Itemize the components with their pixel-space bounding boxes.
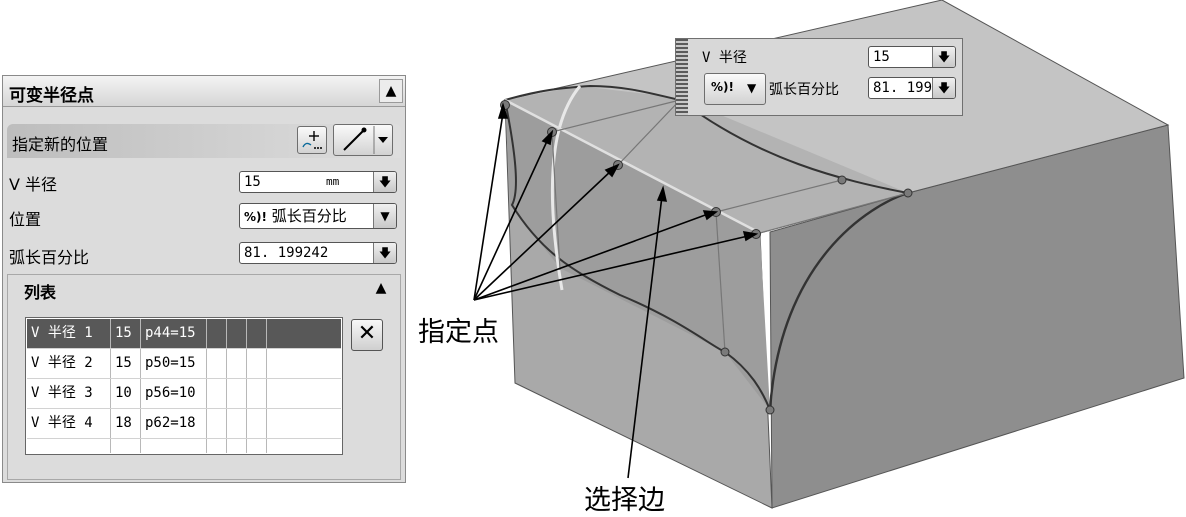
dropdown-arrow-icon bbox=[378, 137, 388, 143]
position-value: 弧长百分比 bbox=[271, 207, 347, 225]
point-on-curve-icon bbox=[343, 126, 388, 154]
row-name: V 半径 3 bbox=[27, 379, 111, 408]
drag-grip-handle[interactable] bbox=[676, 39, 688, 115]
table-row[interactable]: V 半径 4 18 p62=18 bbox=[27, 409, 341, 439]
row-empty-cell bbox=[247, 439, 267, 453]
row-empty-cell bbox=[247, 409, 267, 438]
float-v-radius-label: V 半径 bbox=[702, 50, 747, 66]
close-icon: ✕ bbox=[357, 321, 377, 346]
row-name: V 半径 2 bbox=[27, 349, 111, 378]
chevron-down-icon[interactable]: ▼ bbox=[373, 204, 396, 228]
row-expression: p56=10 bbox=[141, 379, 207, 408]
row-empty-cell bbox=[141, 439, 207, 453]
float-arc-menu-icon[interactable]: 🡇 bbox=[932, 78, 955, 98]
delete-button[interactable]: ✕ bbox=[351, 319, 383, 351]
float-position-dropdown[interactable]: %)! ▼ bbox=[704, 73, 766, 105]
float-arc-value: 81. 199 bbox=[873, 80, 933, 96]
table-row[interactable]: V 半径 2 15 p50=15 bbox=[27, 349, 341, 379]
row-name: V 半径 4 bbox=[27, 409, 111, 438]
highlight-curve bbox=[550, 85, 582, 291]
float-v-radius-menu-icon[interactable]: 🡇 bbox=[932, 47, 955, 67]
v-radius-unit: mm bbox=[326, 175, 340, 188]
v-radius-label: V 半径 bbox=[9, 175, 58, 194]
arc-percent-icon: %)! bbox=[244, 210, 267, 224]
float-chevron-down-icon: ▼ bbox=[747, 81, 757, 95]
row-empty-cell bbox=[227, 379, 247, 408]
section-title: 指定新的位置 bbox=[12, 135, 109, 154]
row-empty-cell bbox=[207, 349, 227, 378]
fillet-top-curve bbox=[504, 84, 909, 194]
specify-location-section: 指定新的位置 bbox=[7, 124, 401, 158]
row-empty-cell bbox=[207, 439, 227, 453]
panel-title: 可变半径点 bbox=[9, 86, 94, 106]
row-empty-cell bbox=[227, 349, 247, 378]
annotation-specified-points: 指定点 bbox=[418, 317, 499, 348]
row-name: V 半径 1 bbox=[27, 319, 111, 348]
float-v-radius-value: 15 bbox=[873, 49, 890, 65]
point-method-dropdown[interactable] bbox=[333, 124, 393, 156]
fillet-lower-surface bbox=[505, 100, 770, 410]
row-empty-cell bbox=[207, 379, 227, 408]
panel-header[interactable]: 可变半径点 ▲ bbox=[3, 76, 405, 107]
row-empty-cell bbox=[207, 319, 227, 348]
position-label: 位置 bbox=[9, 210, 42, 229]
table-row-empty bbox=[27, 439, 341, 453]
fillet-bottom-curve bbox=[504, 99, 771, 411]
floating-radius-toolbar: V 半径 15 🡇 %)! ▼ 弧长百分比 81. 199 🡇 bbox=[675, 38, 963, 116]
row-empty-cell bbox=[247, 379, 267, 408]
row-empty-cell bbox=[207, 409, 227, 438]
row-empty-cell bbox=[111, 439, 141, 453]
row-value: 15 bbox=[111, 349, 141, 378]
list-title: 列表 bbox=[24, 283, 57, 302]
variable-radius-panel: 可变半径点 ▲ 指定新的位置 V 半径 15 mm 🡇 位置 bbox=[2, 75, 406, 483]
collapse-chevron-icon[interactable]: ▲ bbox=[379, 79, 403, 103]
table-row[interactable]: V 半径 1 15 p44=15 bbox=[27, 319, 341, 349]
row-empty-cell bbox=[247, 349, 267, 378]
arc-percent-field[interactable]: 81. 199242 🡇 bbox=[239, 242, 397, 264]
model-viewport[interactable] bbox=[420, 0, 1186, 512]
float-arc-field[interactable]: 81. 199 🡇 bbox=[868, 77, 956, 99]
add-point-button[interactable] bbox=[297, 126, 327, 154]
list-collapse-chevron-icon[interactable]: ▲ bbox=[375, 280, 387, 296]
row-empty-cell bbox=[227, 319, 247, 348]
float-arc-label: 弧长百分比 bbox=[769, 82, 839, 98]
v-radius-field[interactable]: 15 mm 🡇 bbox=[239, 171, 397, 193]
row-empty-cell bbox=[247, 319, 267, 348]
radius-list-table: V 半径 1 15 p44=15 V 半径 2 15 p50=15 V 半径 3… bbox=[25, 317, 343, 455]
position-select[interactable]: %)! 弧长百分比 ▼ bbox=[239, 203, 397, 229]
row-empty-cell bbox=[227, 409, 247, 438]
row-expression: p62=18 bbox=[141, 409, 207, 438]
v-radius-menu-icon[interactable]: 🡇 bbox=[373, 172, 396, 192]
row-value: 10 bbox=[111, 379, 141, 408]
float-arc-percent-icon: %)! bbox=[711, 80, 734, 94]
row-value: 15 bbox=[111, 319, 141, 348]
v-radius-value: 15 bbox=[244, 174, 261, 190]
row-empty-cell bbox=[27, 439, 111, 453]
arc-percent-value: 81. 199242 bbox=[244, 245, 329, 261]
row-expression: p50=15 bbox=[141, 349, 207, 378]
corner-blend-curve bbox=[768, 191, 909, 411]
float-v-radius-field[interactable]: 15 🡇 bbox=[868, 46, 956, 68]
add-point-icon bbox=[302, 131, 322, 149]
arc-percent-label: 弧长百分比 bbox=[9, 248, 90, 267]
fillet-surface bbox=[505, 86, 908, 233]
row-empty-cell bbox=[227, 439, 247, 453]
leader-arrows bbox=[473, 102, 759, 479]
annotation-select-edge: 选择边 bbox=[584, 485, 665, 516]
table-row[interactable]: V 半径 3 10 p56=10 bbox=[27, 379, 341, 409]
row-expression: p44=15 bbox=[141, 319, 207, 348]
arc-percent-menu-icon[interactable]: 🡇 bbox=[373, 243, 396, 263]
row-value: 18 bbox=[111, 409, 141, 438]
